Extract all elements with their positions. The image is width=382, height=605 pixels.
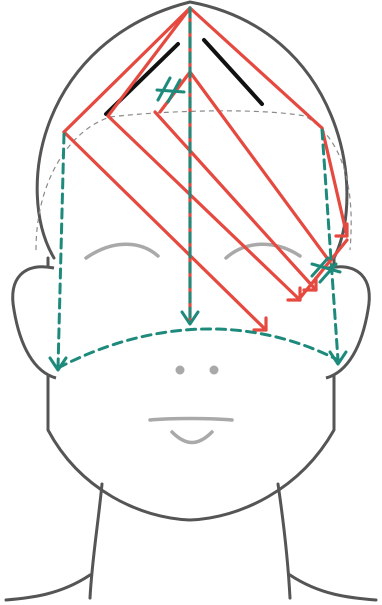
section-line xyxy=(108,8,190,116)
shoulder-left xyxy=(6,575,90,600)
guide-line-left xyxy=(58,134,64,368)
shoulder-right xyxy=(290,575,376,600)
section-lines xyxy=(64,8,347,330)
nostril-right xyxy=(210,366,219,375)
section-line xyxy=(64,132,266,330)
eyebrow-left xyxy=(86,244,158,258)
guide-arrowheads xyxy=(50,312,346,370)
part-line-right xyxy=(204,40,262,104)
neck-right xyxy=(278,484,290,598)
guide-curve-bottom xyxy=(58,329,338,368)
neck-left xyxy=(90,484,102,598)
ear-left xyxy=(13,267,56,378)
double-slash-icon xyxy=(157,78,184,102)
chin-lip xyxy=(172,432,212,443)
nostril-left xyxy=(176,366,185,375)
eyebrow-right xyxy=(226,244,300,258)
section-line xyxy=(108,116,300,300)
section-line xyxy=(155,112,316,290)
mouth xyxy=(150,419,232,421)
